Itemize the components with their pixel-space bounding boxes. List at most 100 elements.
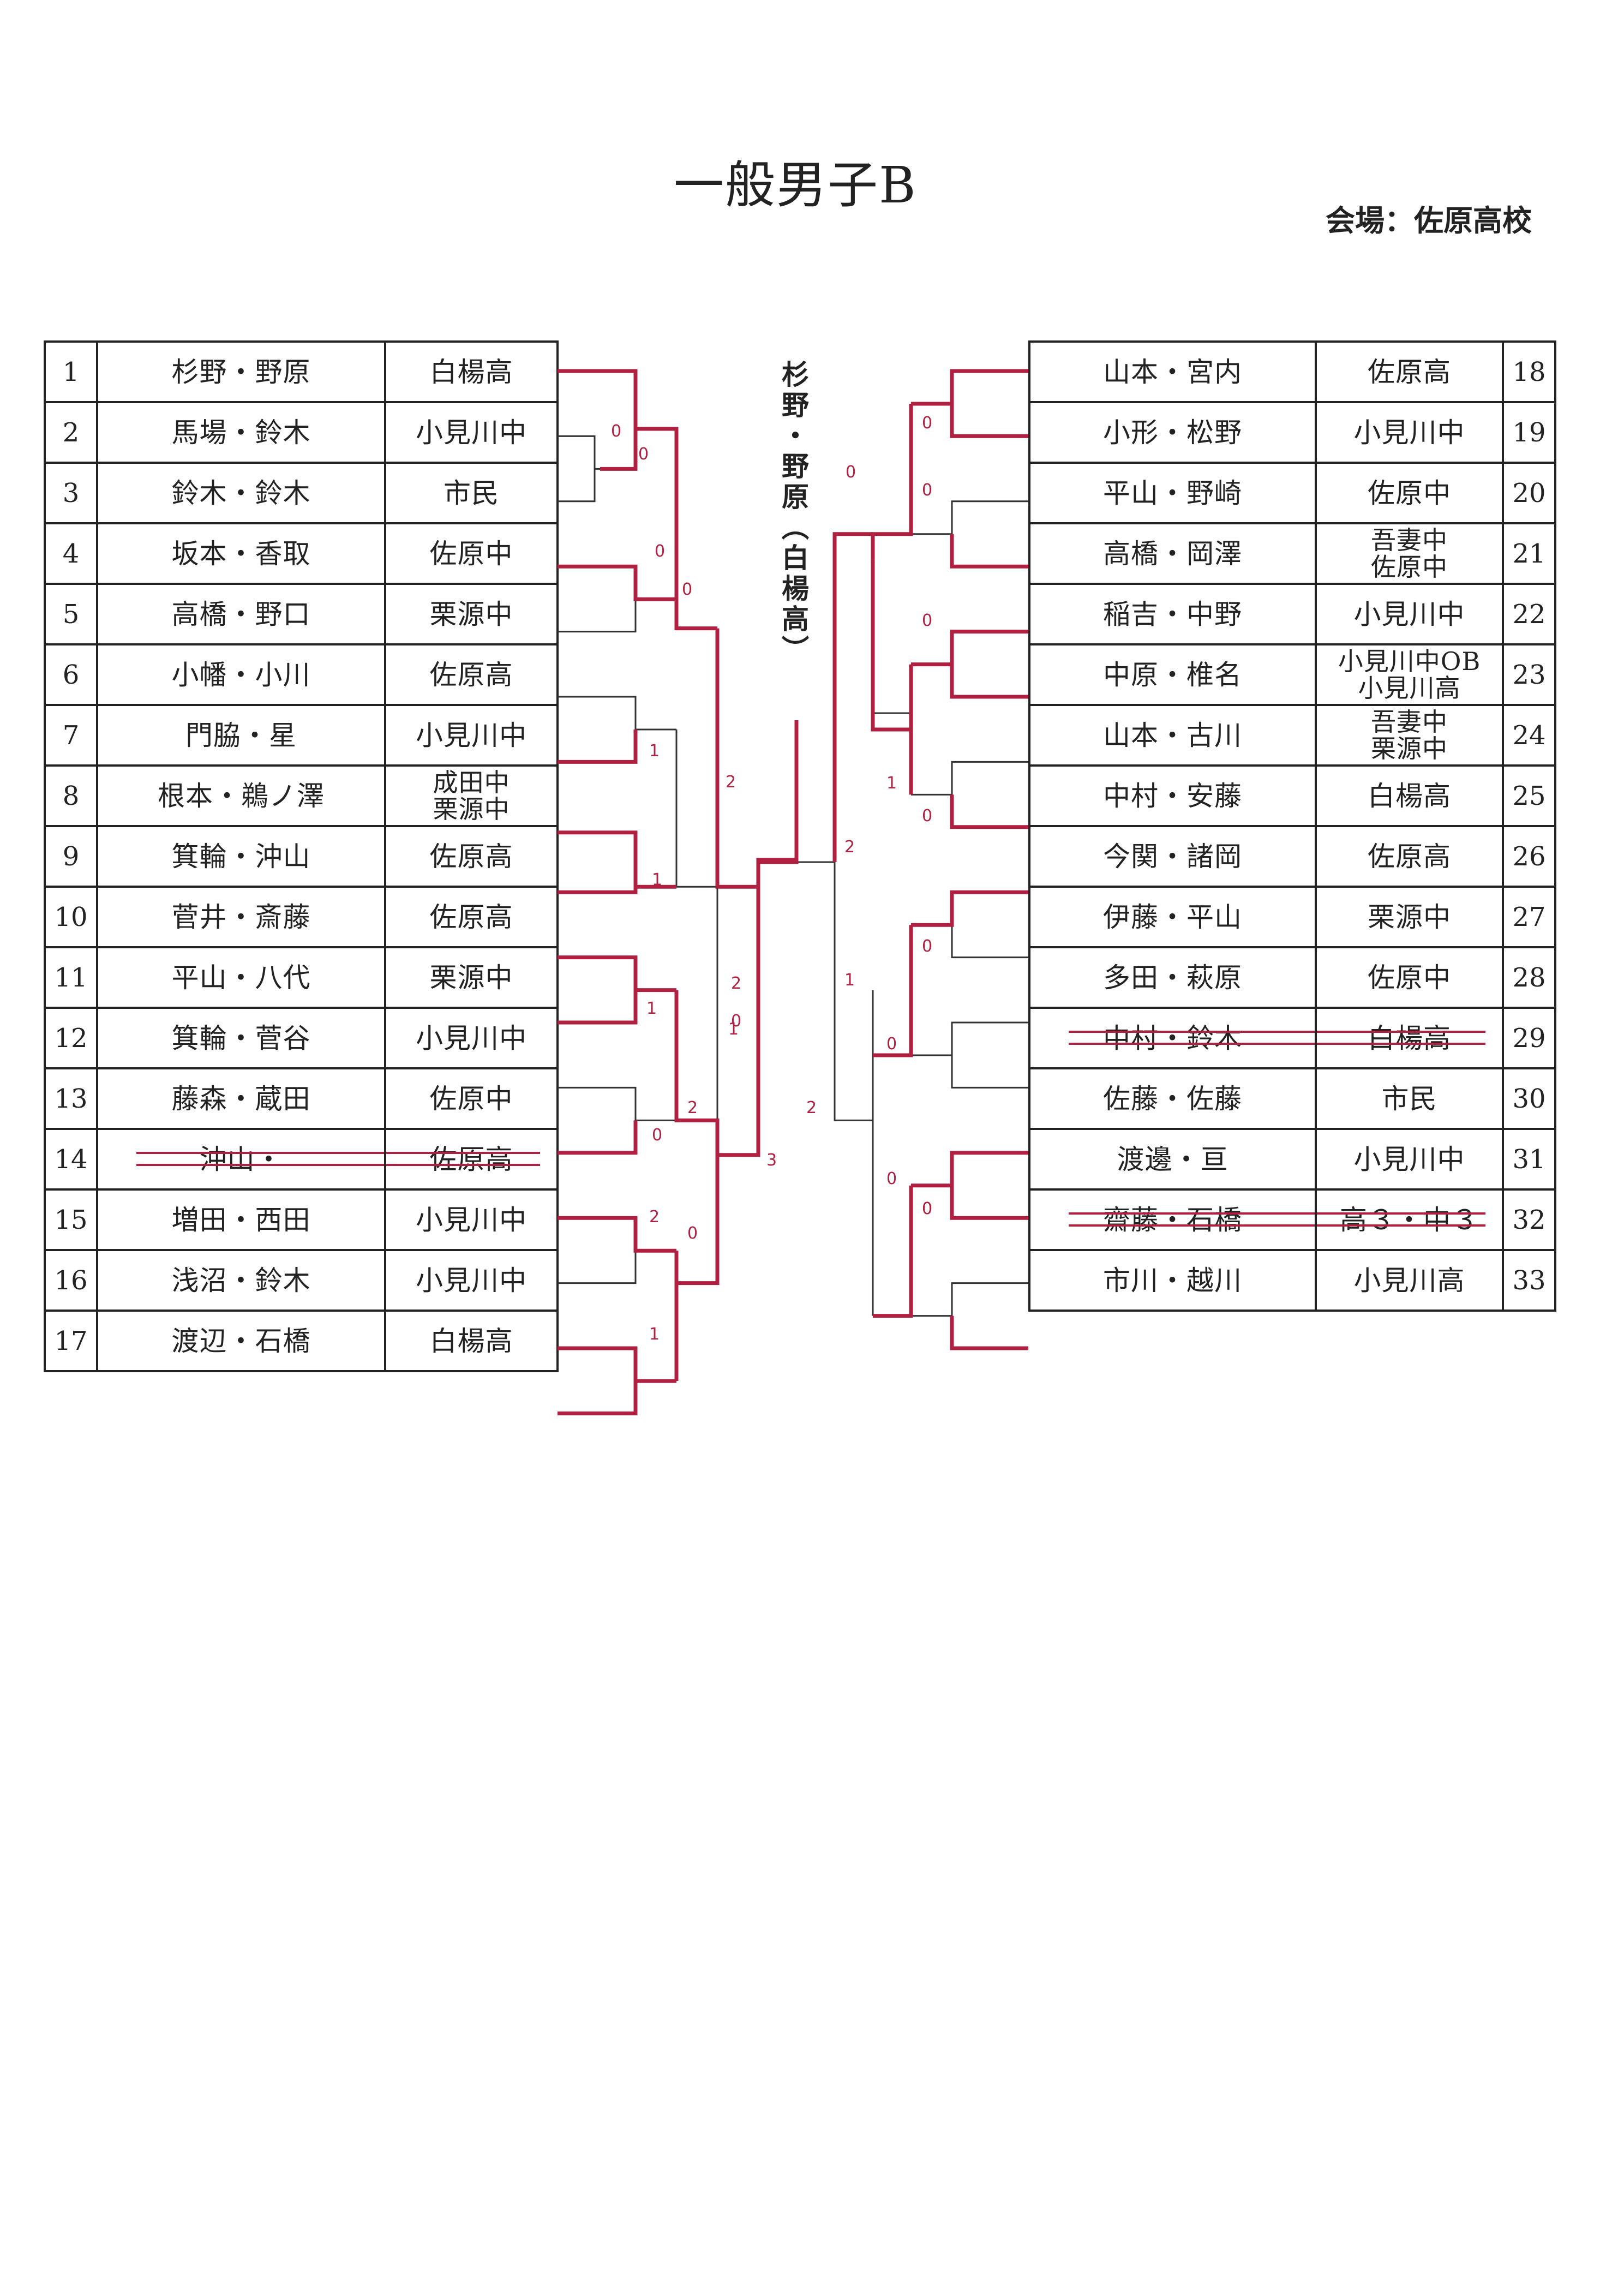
bracket-line xyxy=(645,427,717,631)
entry-names-text: 今関・諸岡 xyxy=(1103,840,1242,872)
match-score: 0 xyxy=(922,1199,932,1218)
match-score: 0 xyxy=(922,611,932,630)
entry-names-text: 根本・鵜ノ澤 xyxy=(158,780,325,812)
bracket-line xyxy=(872,559,911,714)
entry-names: 増田・西田 xyxy=(96,1188,386,1251)
entry-number: 26 xyxy=(1502,825,1556,888)
entry-names-text: 渡邊・亘 xyxy=(1117,1143,1229,1175)
entry-team: 栗源中 xyxy=(384,946,559,1009)
bracket-line xyxy=(558,730,638,764)
entry-team: 佐原中 xyxy=(1315,462,1504,524)
bracket-line xyxy=(676,859,760,1285)
match-score: 1 xyxy=(886,774,897,793)
venue-label: 会場：佐原高校 xyxy=(1326,204,1532,238)
match-score: 0 xyxy=(638,445,649,464)
match-score: 0 xyxy=(922,414,932,433)
match-score: 0 xyxy=(922,806,932,826)
entry-names-text: 高橋・野口 xyxy=(171,598,311,630)
entry-team-line: 小見川中 xyxy=(1353,1143,1465,1175)
entry-names: 齋藤・石橋 xyxy=(1028,1188,1317,1251)
entry-number: 2 xyxy=(44,401,98,464)
bracket-line xyxy=(558,887,638,894)
strike-line xyxy=(1317,1031,1485,1033)
entry-names-text: 箕輪・沖山 xyxy=(171,840,311,872)
entry-team-line: 小見川中 xyxy=(416,416,527,449)
entry-team: 小見川中 xyxy=(384,1007,559,1069)
entry-team: 小見川中 xyxy=(1315,583,1504,645)
bracket-line xyxy=(911,890,1028,927)
entry-names: 山本・古川 xyxy=(1028,704,1317,767)
entry-names: 渡辺・石橋 xyxy=(96,1310,386,1372)
entry-names-text: 中村・鈴木 xyxy=(1103,1022,1242,1054)
entry-team-line: 栗源中 xyxy=(433,794,510,824)
entry-number: 14 xyxy=(44,1128,98,1191)
entry-names: 山本・宮内 xyxy=(1028,340,1317,403)
entry-names-text: 高橋・岡澤 xyxy=(1103,537,1242,570)
entry-team-line: 小見川中 xyxy=(1353,598,1465,630)
match-score: 0 xyxy=(922,1199,932,1218)
bracket-line xyxy=(911,500,1028,535)
strike-line xyxy=(1069,1224,1315,1227)
match-score: 2 xyxy=(806,1098,817,1117)
entry-team: 小見川中 xyxy=(1315,401,1504,464)
entry-names: 中村・安藤 xyxy=(1028,764,1317,827)
entry-team-line: 小見川中 xyxy=(416,1264,527,1296)
match-score: 0 xyxy=(922,481,932,500)
bracket-line xyxy=(834,862,873,1121)
bracket-line xyxy=(558,1251,637,1284)
match-score: 2 xyxy=(731,974,741,993)
entry-team-line: 高３・中３ xyxy=(1340,1204,1479,1236)
entry-number: 28 xyxy=(1502,946,1556,1009)
match-score: 0 xyxy=(846,463,856,482)
entry-number: 1 xyxy=(44,340,98,403)
entry-number: 11 xyxy=(44,946,98,1009)
entry-names: 平山・八代 xyxy=(96,946,386,1009)
entry-number: 30 xyxy=(1502,1067,1556,1130)
entry-team-line: 佐原中 xyxy=(1368,477,1451,509)
entry-names-text: 渡辺・石橋 xyxy=(171,1325,311,1357)
entry-names-text: 中村・安藤 xyxy=(1103,780,1242,812)
bracket-line xyxy=(911,1282,1028,1317)
entry-names-text: 山本・宮内 xyxy=(1103,356,1242,388)
bracket-line xyxy=(950,1316,1028,1350)
strike-line xyxy=(1069,1031,1315,1033)
entry-names-text: 浅沼・鈴木 xyxy=(171,1264,311,1296)
entry-team-line: 栗源中 xyxy=(429,961,513,994)
entry-team-line: 佐原中 xyxy=(429,1083,513,1115)
entry-number: 24 xyxy=(1502,704,1556,767)
entry-team-line: 佐原高 xyxy=(1368,840,1451,872)
entry-team-line: 小見川中 xyxy=(416,719,527,751)
strike-line xyxy=(136,1152,384,1154)
entry-team: 白楊高 xyxy=(1315,1007,1504,1069)
entry-team-line: 小見川中 xyxy=(1353,416,1465,449)
entry-names: 菅井・斎藤 xyxy=(96,886,386,948)
entry-names: 沖山・ xyxy=(96,1128,386,1191)
entry-team-line: 佐原高 xyxy=(1368,356,1451,388)
entry-names-text: 平山・八代 xyxy=(171,961,311,994)
entry-names-text: 小幡・小川 xyxy=(171,659,311,691)
entry-number: 27 xyxy=(1502,886,1556,948)
match-score: 0 xyxy=(886,1169,897,1188)
bracket-line xyxy=(950,664,1028,699)
bracket-line xyxy=(951,925,1028,959)
entry-team: 吾妻中佐原中 xyxy=(1315,522,1504,585)
entry-team: 小見川中 xyxy=(1315,1128,1504,1191)
strike-line xyxy=(386,1152,540,1154)
bracket-line xyxy=(911,1151,1028,1188)
